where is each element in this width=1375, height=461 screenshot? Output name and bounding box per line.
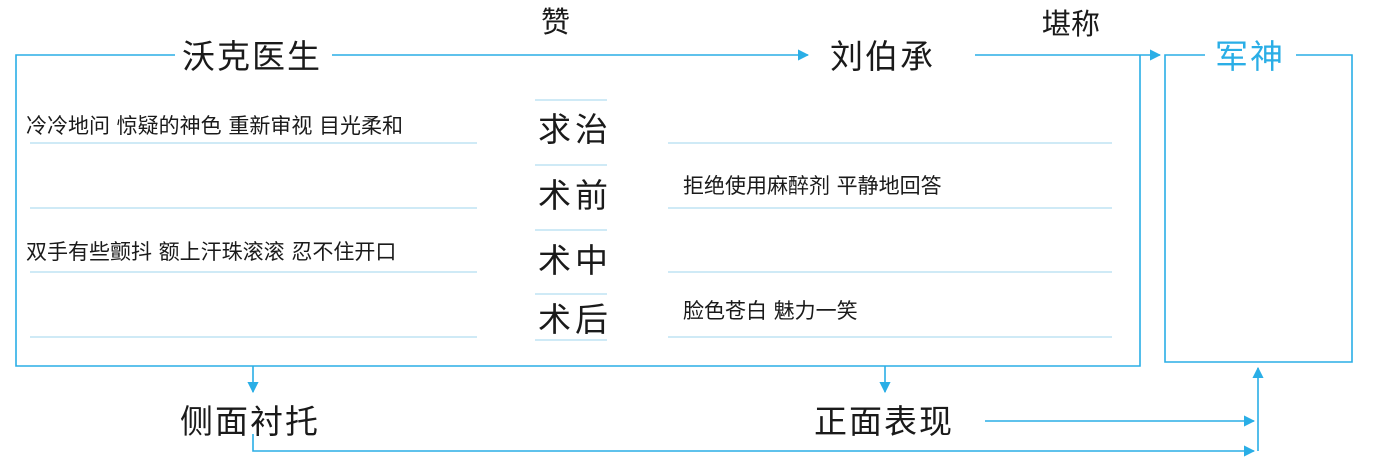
result-box — [1164, 54, 1353, 363]
liu-note-4: 脸色苍白 魅力一笑 — [683, 299, 858, 323]
result-label: 军神 — [1215, 37, 1285, 76]
main-frame — [15, 54, 1141, 367]
liu-label: 刘伯承 — [830, 37, 935, 76]
writing-lines — [30, 99, 1112, 341]
phase-post-surgery: 术后 — [538, 300, 612, 339]
liu-note-2: 拒绝使用麻醉剂 平静地回答 — [683, 174, 942, 198]
side-bottom-line — [252, 434, 1256, 457]
phase-during-surgery: 术中 — [538, 241, 612, 280]
walker-label: 沃克医生 — [182, 37, 322, 76]
side-contrast-label: 侧面衬托 — [180, 402, 320, 441]
praise-label: 赞 — [541, 5, 571, 39]
worthy-label: 堪称 — [1042, 7, 1101, 41]
phase-seek-treatment: 求治 — [538, 110, 612, 149]
phase-pre-surgery: 术前 — [538, 176, 612, 215]
walker-note-3: 双手有些颤抖 额上汗珠滚滚 忍不住开口 — [26, 240, 397, 264]
walker-note-1: 冷冷地问 惊疑的神色 重新审视 目光柔和 — [26, 114, 404, 138]
front-display-label: 正面表现 — [814, 402, 954, 441]
